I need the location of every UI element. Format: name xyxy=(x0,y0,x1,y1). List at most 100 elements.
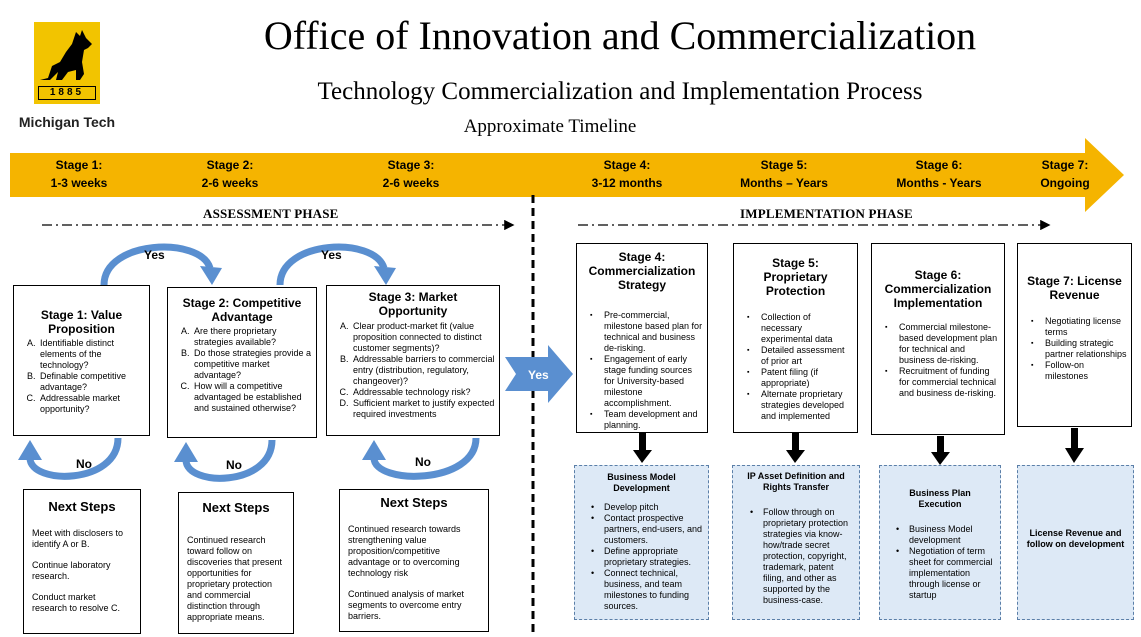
stage-7-box: Stage 7: License Revenue Negotiating lic… xyxy=(1017,243,1132,427)
next-step-item: Meet with disclosers to identify A or B. xyxy=(32,528,124,549)
stage-1-item: Addressable market opportunity? xyxy=(38,393,145,415)
timeline-stage-duration: 2-6 weeks xyxy=(201,176,259,190)
timeline-stage-1: Stage 1: 1-3 weeks xyxy=(19,156,139,192)
yes-label: Yes xyxy=(321,248,342,262)
business-model-title: Business Model Development xyxy=(607,472,676,493)
stage-7-item: Negotiating license terms xyxy=(1031,316,1128,338)
stage-7-item: Building strategic partner relationships xyxy=(1031,338,1128,360)
business-plan-item: Negotiation of term sheet for commercial… xyxy=(896,546,997,601)
stage-5-title: Stage 5: Proprietary Protection xyxy=(763,256,828,298)
timeline-stage-name: Stage 5: xyxy=(760,158,808,172)
yes-chevron-label: Yes xyxy=(528,368,549,382)
down-arrows xyxy=(633,428,1084,465)
no-arrow-3 xyxy=(362,437,480,480)
stage-3-item: Addressable barriers to commercial entry… xyxy=(351,354,495,387)
ip-asset-box: IP Asset Definition and Rights Transfer … xyxy=(732,465,860,620)
husky-icon xyxy=(40,30,92,80)
business-model-item: Develop pitch xyxy=(591,502,705,513)
stage-6-box: Stage 6: Commercialization Implementatio… xyxy=(871,243,1005,435)
page-title: Office of Innovation and Commercializati… xyxy=(263,13,977,58)
no-label: No xyxy=(76,457,92,471)
timeline-arrow xyxy=(10,138,1124,212)
timeline-stage-duration: 1-3 weeks xyxy=(50,176,108,190)
no-arrow-2 xyxy=(174,439,276,482)
next-step-item: Continue laboratory research. xyxy=(32,560,111,581)
stage-5-item: Collection of necessary experimental dat… xyxy=(747,312,854,345)
stage-7-item: Follow-on milestones xyxy=(1031,360,1128,382)
timeline-stage-name: Stage 6: xyxy=(915,158,963,172)
stage-5-box: Stage 5: Proprietary Protection Collecti… xyxy=(733,243,858,433)
timeline-stage-duration: Months – Years xyxy=(740,176,828,190)
page-subtitle: Technology Commercialization and Impleme… xyxy=(317,78,923,105)
stage-2-item: How will a competitive advantaged be est… xyxy=(192,381,312,414)
license-revenue-title: License Revenue and follow on developmen… xyxy=(1026,528,1125,549)
stage-1-title: Stage 1: Value Proposition xyxy=(40,308,123,336)
stage-2-item: Do those strategies provide a competitiv… xyxy=(192,348,312,381)
logo-name: Michigan Tech xyxy=(18,114,116,130)
next-step-item: Continued analysis of market segments to… xyxy=(348,589,465,621)
next-step-item: Conduct market research to resolve C. xyxy=(32,592,121,613)
stage-2-box: Stage 2: Competitive Advantage Are there… xyxy=(167,287,317,438)
timeline-stage-name: Stage 2: xyxy=(206,158,254,172)
timeline-stage-name: Stage 7: xyxy=(1041,158,1089,172)
timeline-stage-4: Stage 4: 3-12 months xyxy=(567,156,687,192)
timeline-stage-3: Stage 3: 2-6 weeks xyxy=(351,156,471,192)
yes-label: Yes xyxy=(144,248,165,262)
next-steps-1: Next Steps Meet with disclosers to ident… xyxy=(23,489,141,634)
timeline-stage-5: Stage 5: Months – Years xyxy=(724,156,844,192)
ip-asset-title: IP Asset Definition and Rights Transfer xyxy=(747,471,845,492)
next-steps-title: Next Steps xyxy=(202,500,270,515)
yes-arrow-1 xyxy=(100,243,222,286)
business-plan-item: Business Model development xyxy=(896,524,997,546)
stage-5-item: Detailed assessment of prior art xyxy=(747,345,854,367)
stage-1-box: Stage 1: Value Proposition Identifiable … xyxy=(13,285,150,436)
business-plan-box: Business Plan Execution Business Model d… xyxy=(879,465,1001,620)
business-model-item: Connect technical, business, and team mi… xyxy=(591,568,705,612)
stage-4-item: Team development and planning. xyxy=(590,409,704,431)
stage-4-title: Stage 4: Commercialization Strategy xyxy=(588,250,696,292)
stage-3-item: Addressable technology risk? xyxy=(351,387,495,398)
stage-5-item: Alternate proprietary strategies develop… xyxy=(747,389,854,422)
stage-4-box: Stage 4: Commercialization Strategy Pre-… xyxy=(576,243,708,433)
business-plan-title: Business Plan Execution xyxy=(909,488,971,509)
timeline-stage-7: Stage 7: Ongoing xyxy=(1005,156,1125,192)
stage-1-item: Definable competitive advantage? xyxy=(38,371,145,393)
no-label: No xyxy=(415,455,431,469)
yes-arrow-2 xyxy=(276,243,396,286)
stage-1-item: Identifiable distinct elements of the te… xyxy=(38,338,145,371)
timeline-stage-name: Stage 3: xyxy=(387,158,435,172)
next-step-item: Continued research towards strengthening… xyxy=(348,524,461,578)
stage-7-title: Stage 7: License Revenue xyxy=(1027,274,1122,302)
next-steps-3: Next Steps Continued research towards st… xyxy=(339,489,489,632)
stage-4-item: Pre-commercial, milestone based plan for… xyxy=(590,310,704,354)
next-steps-2: Next Steps Continued research toward fol… xyxy=(178,492,294,634)
business-model-item: Define appropriate proprietary strategie… xyxy=(591,546,705,568)
stage-3-item: Sufficient market to justify expected re… xyxy=(351,398,495,420)
timeline-label: Approximate Timeline xyxy=(463,116,637,137)
stage-6-item: Recruitment of funding for commercial te… xyxy=(885,366,1001,399)
ip-asset-item: Follow through on proprietary protection… xyxy=(750,507,855,606)
stage-4-item: Engagement of early stage funding source… xyxy=(590,354,704,409)
stage-3-box: Stage 3: Market Opportunity Clear produc… xyxy=(326,285,500,436)
stage-2-title: Stage 2: Competitive Advantage xyxy=(182,296,302,324)
yes-chevron xyxy=(505,345,573,403)
next-step-item: Continued research toward follow on disc… xyxy=(187,535,283,622)
timeline-stage-2: Stage 2: 2-6 weeks xyxy=(170,156,290,192)
no-arrow-1 xyxy=(18,437,122,480)
next-steps-title: Next Steps xyxy=(48,499,116,514)
assessment-phase-label: ASSESSMENT PHASE xyxy=(203,206,339,221)
stage-3-title: Stage 3: Market Opportunity xyxy=(368,290,458,318)
stage-6-title: Stage 6: Commercialization Implementatio… xyxy=(884,268,992,310)
timeline-stage-duration: 3-12 months xyxy=(591,176,663,190)
no-label: No xyxy=(226,458,242,472)
stage-5-item: Patent filing (if appropriate) xyxy=(747,367,854,389)
logo xyxy=(34,22,100,104)
implementation-phase-label: IMPLEMENTATION PHASE xyxy=(740,206,913,221)
timeline-stage-name: Stage 4: xyxy=(603,158,651,172)
stage-6-item: Commercial milestone-based development p… xyxy=(885,322,1001,366)
stage-2-item: Are there proprietary strategies availab… xyxy=(192,326,312,348)
business-model-item: Contact prospective partners, end-users,… xyxy=(591,513,705,546)
next-steps-title: Next Steps xyxy=(380,495,448,510)
business-model-box: Business Model Development Develop pitch… xyxy=(574,465,709,620)
